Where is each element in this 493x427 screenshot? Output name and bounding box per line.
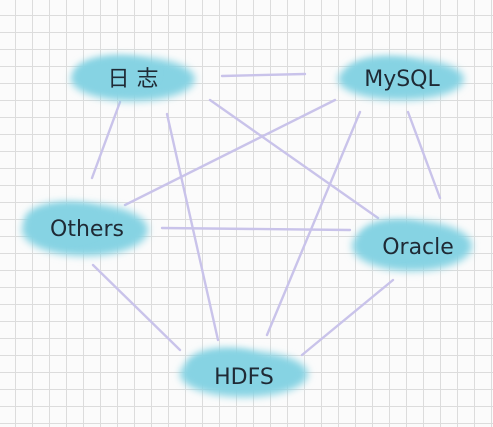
edge-oracle-hdfs xyxy=(300,278,395,357)
edge-logs-mysql xyxy=(220,72,307,78)
node-label-hdfs: HDFS xyxy=(214,365,274,390)
edge-mysql-oracle xyxy=(406,110,442,200)
node-label-logs: 日 志 xyxy=(108,67,159,92)
node-hdfs: HDFS xyxy=(180,348,308,397)
node-label-mysql: MySQL xyxy=(364,67,440,92)
node-logs: 日 志 xyxy=(71,56,195,101)
edge-logs-oracle xyxy=(208,98,380,220)
edges xyxy=(90,72,442,357)
edge-logs-hdfs xyxy=(165,112,220,342)
node-label-others: Others xyxy=(50,217,124,242)
node-label-oracle: Oracle xyxy=(382,235,454,260)
edge-mysql-hdfs xyxy=(265,110,362,337)
edge-mysql-others xyxy=(123,98,337,207)
edge-logs-others xyxy=(90,100,122,180)
node-oracle: Oracle xyxy=(352,220,472,271)
edge-others-oracle xyxy=(160,226,352,232)
edge-others-hdfs xyxy=(91,263,182,352)
node-others: Others xyxy=(22,202,148,256)
node-mysql: MySQL xyxy=(338,57,464,100)
